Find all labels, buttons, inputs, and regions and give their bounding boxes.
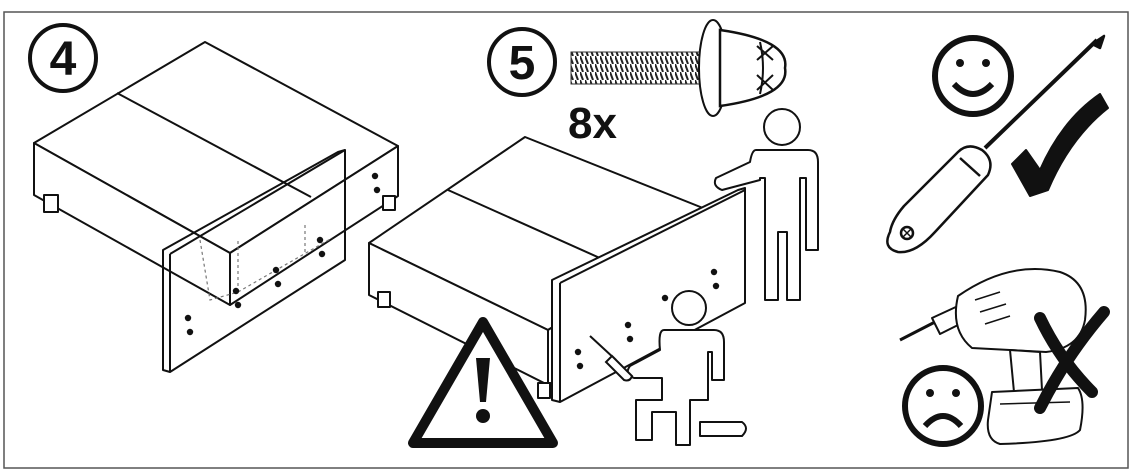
step-4-hidden-outline <box>199 225 333 301</box>
step-4-badge <box>28 23 98 93</box>
step-5-badge <box>487 27 557 97</box>
tools-panel <box>886 34 1110 447</box>
step-4-bed-base <box>33 41 399 306</box>
warning-triangle-icon <box>408 317 558 448</box>
check-mark-icon <box>1011 93 1109 197</box>
smiley-sad-icon <box>902 365 984 447</box>
step-5-headboard <box>551 187 746 403</box>
step-5-panel: 5 8x <box>368 19 819 448</box>
step-5-bolt-holes <box>574 268 720 370</box>
step-4-panel: 4 <box>28 23 399 373</box>
step-4-number: 4 <box>50 33 77 86</box>
step-5-number: 5 <box>509 37 536 90</box>
kneeling-person-figure <box>626 290 747 446</box>
smiley-happy-icon <box>932 35 1014 117</box>
step-4-bolt-holes <box>184 172 381 336</box>
cross-mark-icon <box>1034 306 1110 414</box>
step-4-headboard <box>162 149 346 373</box>
screwdriver-icon <box>886 34 1106 254</box>
screwdriver-in-hand-icon <box>589 335 634 382</box>
screw-icon <box>570 19 787 117</box>
standing-person-figure <box>713 108 819 301</box>
screw-quantity: 8x <box>568 99 617 148</box>
